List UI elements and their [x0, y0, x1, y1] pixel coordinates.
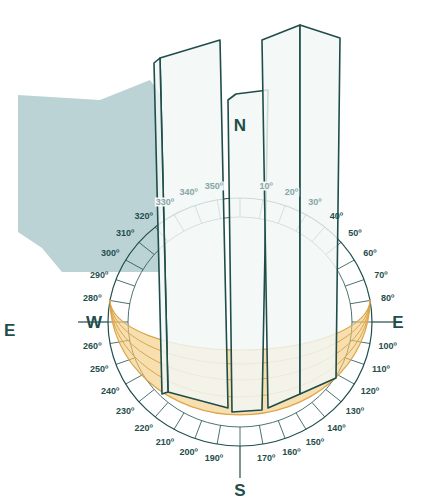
- bearing-label: 250º: [89, 365, 109, 374]
- tick-mark: [278, 421, 285, 439]
- bearing-label: 100º: [378, 341, 398, 350]
- bearing-label: 80º: [380, 294, 395, 303]
- compass-direction: E: [391, 314, 404, 331]
- bearing-label: 290º: [89, 270, 109, 279]
- tick-mark: [240, 427, 241, 446]
- tick-mark: [337, 260, 354, 270]
- bearing-label: 300º: [100, 249, 120, 258]
- bearing-label: 150º: [305, 437, 325, 446]
- tick-mark: [116, 280, 135, 286]
- bearing-label: 160º: [281, 447, 301, 456]
- tick-mark: [139, 242, 154, 254]
- bearing-label: 130º: [345, 406, 365, 415]
- tick-mark: [345, 280, 364, 286]
- tick-mark: [139, 389, 154, 401]
- tick-mark: [337, 375, 354, 385]
- tick-mark: [326, 389, 341, 401]
- bearing-label: 140º: [326, 423, 346, 432]
- bearing-label: 190º: [204, 453, 224, 462]
- tick-mark: [155, 402, 168, 417]
- tick-mark: [126, 260, 143, 270]
- bearing-label: 310º: [115, 229, 135, 238]
- bearing-label: 40º: [329, 212, 344, 221]
- compass-direction: S: [233, 482, 246, 499]
- bearing-label: 260º: [82, 341, 102, 350]
- bearing-label: 350º: [204, 182, 224, 191]
- tick-mark: [110, 300, 130, 303]
- tick-mark: [174, 413, 184, 429]
- bearing-label: 330º: [155, 198, 175, 207]
- building-shadow: [18, 80, 162, 272]
- bearing-label: 50º: [347, 229, 362, 238]
- bearing-label: 200º: [179, 447, 199, 456]
- bearing-label: 280º: [82, 294, 102, 303]
- bearing-label: 210º: [155, 437, 175, 446]
- tick-mark: [195, 421, 202, 439]
- building: [154, 25, 340, 412]
- bearing-label: 60º: [362, 249, 377, 258]
- bearing-label: 220º: [133, 423, 153, 432]
- bearing-label: 70º: [373, 270, 388, 279]
- bearing-label: 170º: [256, 453, 276, 462]
- bearing-label: 320º: [133, 212, 153, 221]
- bearing-label: 240º: [100, 387, 120, 396]
- bearing-label: 110º: [371, 365, 391, 374]
- bearing-label: 340º: [179, 188, 199, 197]
- tick-mark: [217, 425, 220, 444]
- tick-mark: [312, 402, 325, 417]
- tick-mark: [296, 413, 306, 429]
- bearing-label: 230º: [115, 406, 135, 415]
- bearing-label: 10º: [258, 182, 273, 191]
- compass-direction: N: [233, 117, 247, 134]
- bearing-label: 30º: [307, 198, 322, 207]
- bearing-label: 20º: [284, 188, 299, 197]
- tick-mark: [259, 425, 262, 444]
- compass-direction: W: [85, 314, 103, 331]
- compass-direction: E: [3, 322, 16, 339]
- bearing-label: 120º: [360, 387, 380, 396]
- tick-mark: [126, 375, 143, 385]
- tick-mark: [350, 300, 370, 303]
